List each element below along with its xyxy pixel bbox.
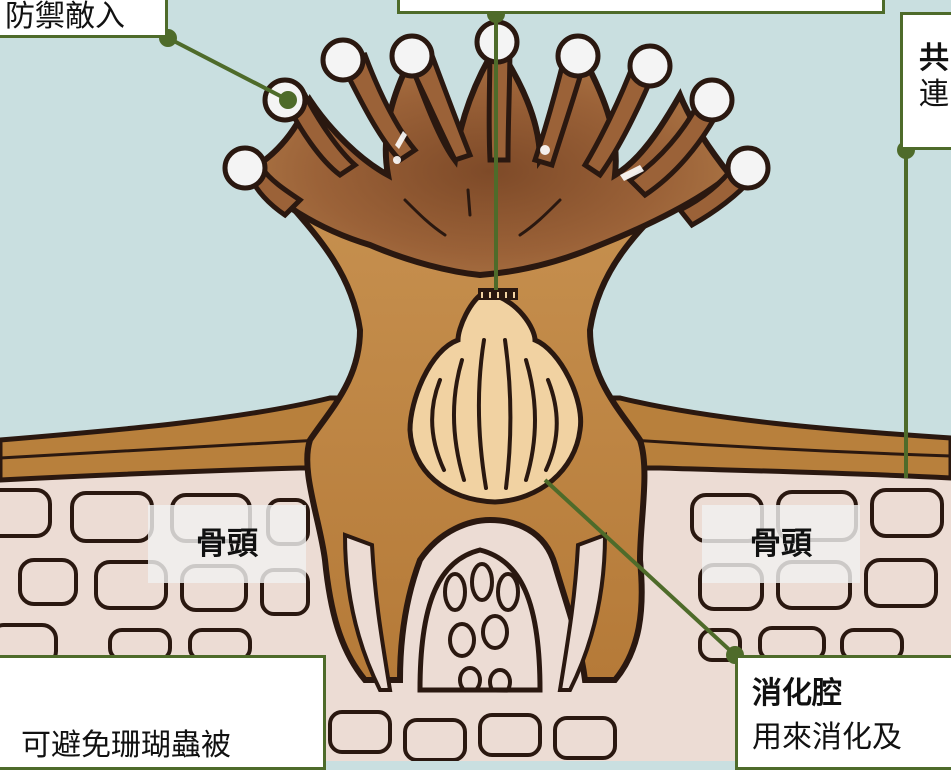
callout-top-left-text: 防禦敵入 <box>5 0 125 34</box>
bone-cells-center <box>443 562 520 696</box>
callout-top-left: 防禦敵入 <box>0 0 168 38</box>
leader-lines <box>159 5 915 664</box>
callout-top-right-title: 共 <box>919 41 949 76</box>
callout-bottom-left: 可避免珊瑚蟲被 <box>0 655 326 770</box>
callout-top-right-text: 連 <box>919 77 949 112</box>
callout-bottom-right-text: 用來消化及 <box>752 720 902 755</box>
mesenteries <box>430 338 559 490</box>
callout-bottom-right: 消化腔 用來消化及 <box>735 655 951 770</box>
bone-label-right: 骨頭 <box>702 505 860 583</box>
callout-top-center <box>397 0 885 14</box>
callout-top-right: 共 連 <box>900 12 951 150</box>
bone-cells-left <box>0 488 310 667</box>
bone-label-left: 骨頭 <box>148 505 306 583</box>
callout-bottom-right-title: 消化腔 <box>752 676 842 711</box>
gastric-cavity <box>407 289 584 505</box>
callout-bottom-left-text: 可避免珊瑚蟲被 <box>21 728 231 763</box>
